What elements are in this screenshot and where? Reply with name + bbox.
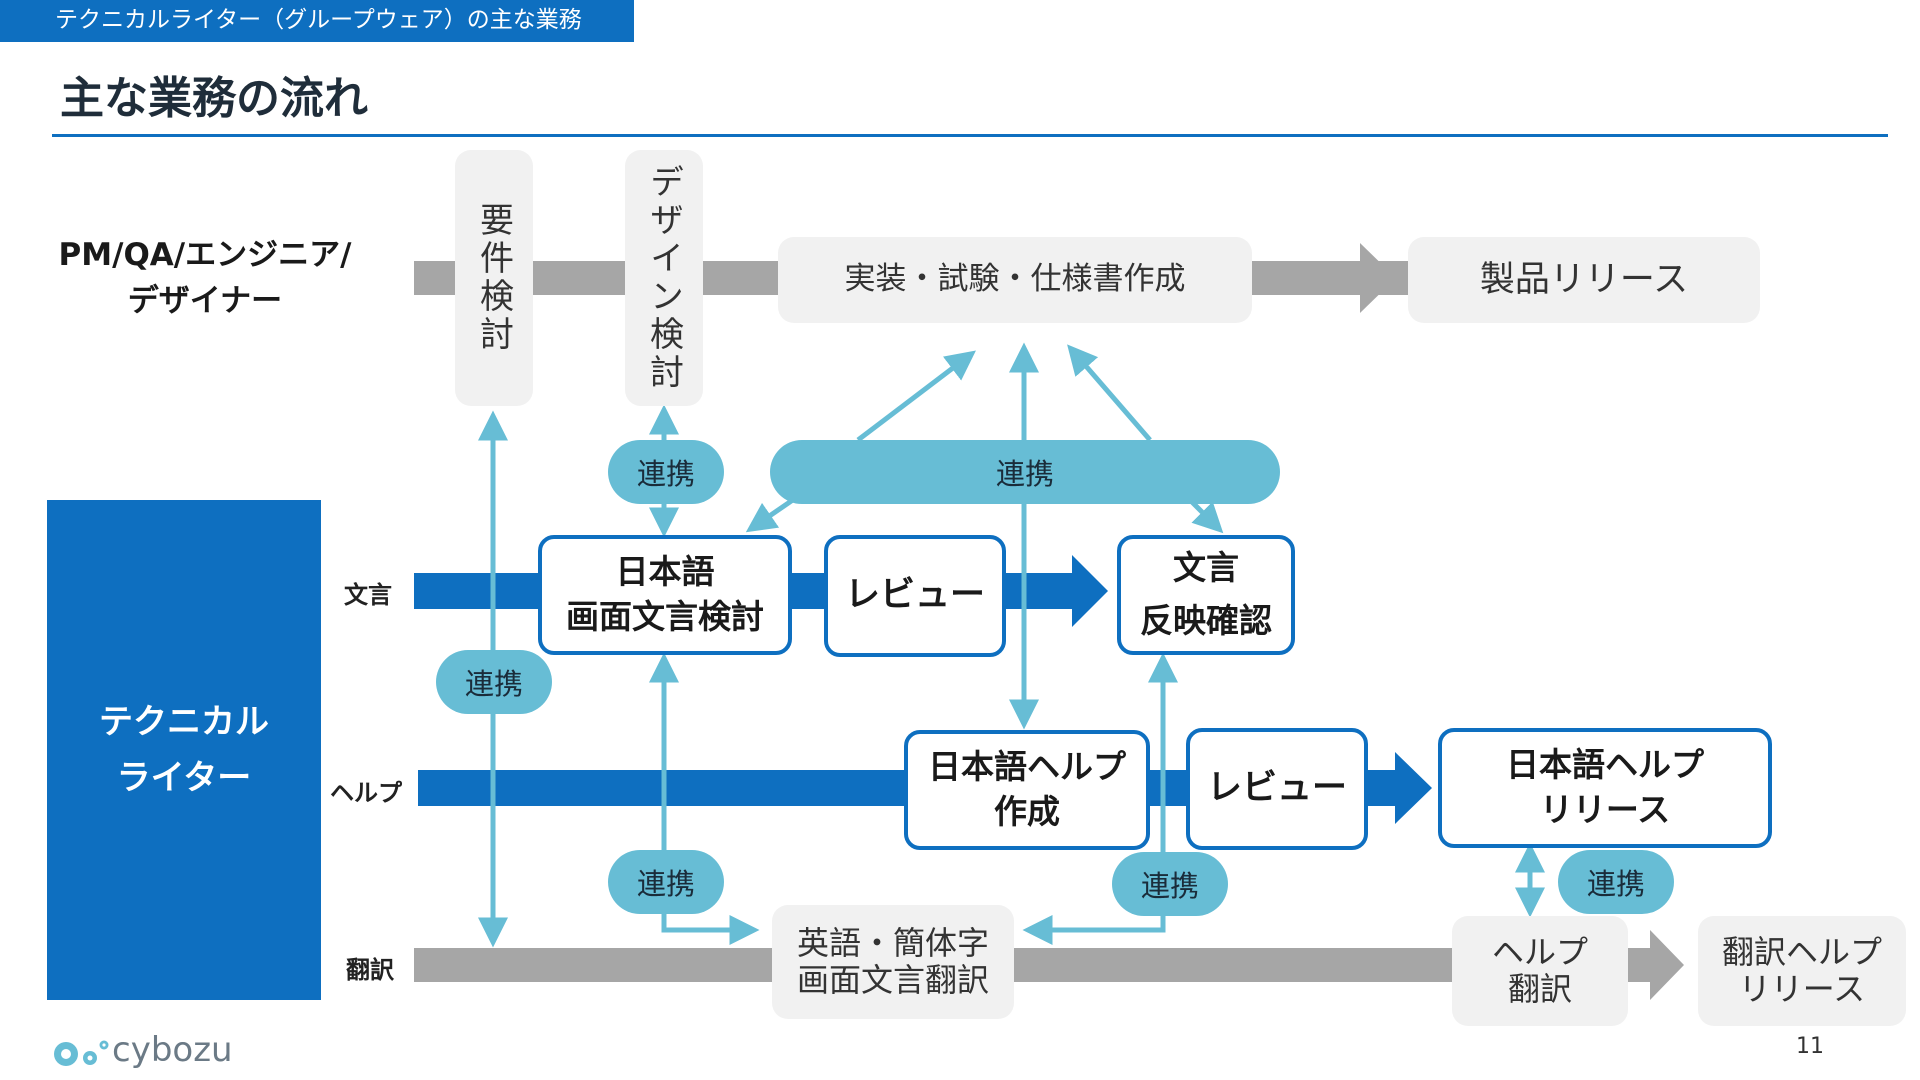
arrow-review-translation (649, 652, 760, 945)
arrow-collab-impl-right (1067, 344, 1152, 442)
collab-pill-translation: 連携 (608, 850, 724, 914)
section-label: テクニカルライター（グループウェア）の主な業務 (0, 0, 634, 42)
mongon-review-box: レビュー (824, 535, 1006, 657)
lane-label-help: ヘルプ (330, 779, 402, 807)
design-box: デザイン検討 (625, 150, 703, 406)
implementation-box: 実装・試験・仕様書作成 (778, 237, 1252, 323)
ja-help-release-box: 日本語ヘルプ リリース (1438, 728, 1772, 848)
page-number: 11 (1796, 1034, 1824, 1059)
ja-help-create-box: 日本語ヘルプ 作成 (904, 730, 1150, 850)
arrow-confirm-translation (1022, 652, 1178, 945)
collab-pill-confirm: 連携 (1112, 852, 1228, 916)
collab-pill-main: 連携 (770, 440, 1280, 504)
help-flow-arrowhead (1395, 752, 1432, 824)
requirements-box: 要件検討 (455, 150, 533, 406)
mongon-flow-arrowhead (1072, 555, 1108, 627)
help-review-box: レビュー (1186, 728, 1368, 850)
product-release-box: 製品リリース (1408, 237, 1760, 323)
lane-label-mongon: 文言 (344, 581, 392, 609)
logo-text: cybozu (112, 1030, 233, 1070)
translation-flow-arrowhead (1650, 930, 1684, 1000)
text-confirm-box: 文言 反映確認 (1117, 535, 1295, 655)
page-title: 主な業務の流れ (60, 73, 368, 124)
collab-pill-design: 連携 (608, 440, 724, 504)
ja-ui-text-review-box: 日本語 画面文言検討 (538, 535, 792, 655)
lane-label-translation: 翻訳 (346, 956, 394, 984)
collab-pill-help-release: 連携 (1558, 850, 1674, 914)
role-label-writer: テクニカル ライター (47, 500, 321, 1000)
translated-help-release-box: 翻訳ヘルプ リリース (1698, 916, 1906, 1026)
title-underline (52, 134, 1888, 137)
translation-flow-bar (414, 948, 1639, 982)
help-translation-box: ヘルプ 翻訳 (1452, 916, 1628, 1026)
ui-translation-box: 英語・簡体字 画面文言翻訳 (772, 905, 1014, 1019)
collab-pill-requirements: 連携 (436, 650, 552, 714)
arrow-collab-impl-left (856, 350, 976, 442)
role-label-pm: PM/QA/エンジニア/ デザイナー (58, 236, 352, 320)
cybozu-logo-icon (54, 1040, 109, 1066)
logo: cybozu (52, 1030, 242, 1074)
top-flow-arrowhead (1360, 243, 1396, 313)
